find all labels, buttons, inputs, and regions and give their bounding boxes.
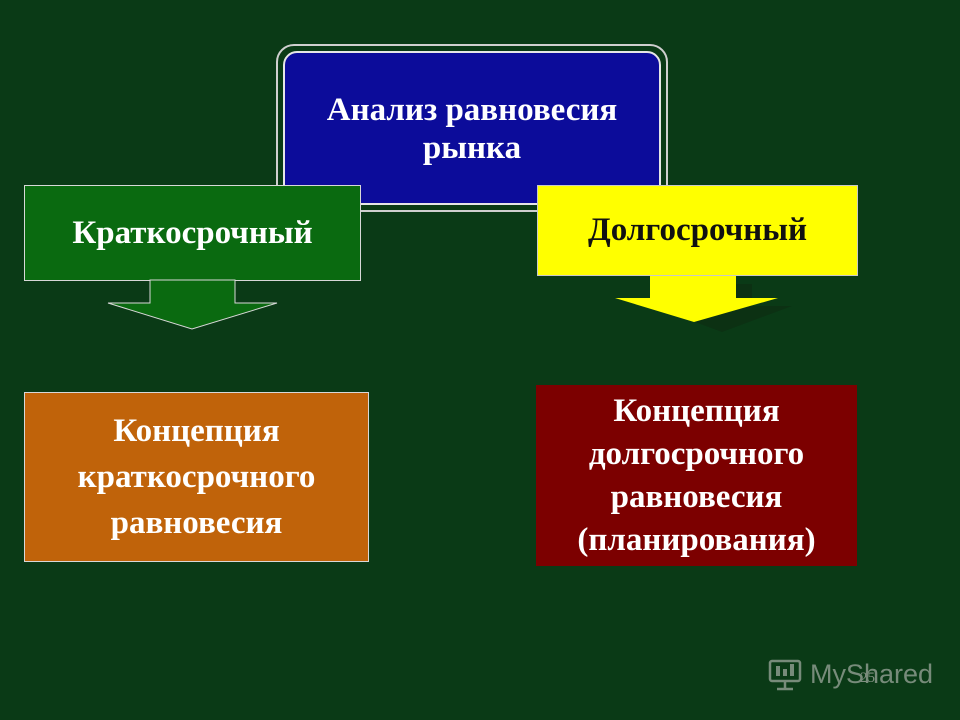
root-title-line-1: Анализ равновесия xyxy=(326,92,618,128)
long-term-concept-line-4: (планирования) xyxy=(577,521,816,558)
short-term-concept-node: Концепция краткосрочного равновесия xyxy=(24,392,369,562)
short-term-label: Краткосрочный xyxy=(72,214,313,251)
long-term-concept-node: Концепция долгосрочного равновесия (план… xyxy=(536,385,857,566)
short-term-concept-line-1: Концепция xyxy=(113,413,280,449)
long-term-label: Долгосрочный xyxy=(588,212,807,248)
root-node-body: Анализ равновесия рынка xyxy=(283,51,661,205)
short-term-concept-line-2: краткосрочного xyxy=(77,459,316,495)
long-term-concept-line-3: равновесия xyxy=(610,478,783,515)
watermark: MyShared xyxy=(766,657,933,691)
watermark-text: MyShared xyxy=(810,658,934,689)
short-term-arrow-icon xyxy=(107,279,278,330)
root-title-line-2: рынка xyxy=(422,130,522,166)
long-term-node: Долгосрочный xyxy=(537,185,858,276)
short-term-node: Краткосрочный xyxy=(24,185,361,281)
page-number: 25 xyxy=(860,670,875,686)
presentation-logo-icon xyxy=(768,659,802,691)
long-term-concept-line-1: Концепция xyxy=(613,392,780,429)
short-term-concept-line-3: равновесия xyxy=(110,505,283,541)
long-term-arrow-icon xyxy=(615,276,792,332)
root-node: Анализ равновесия рынка xyxy=(276,44,668,212)
long-term-concept-line-2: долгосрочного xyxy=(588,435,805,472)
